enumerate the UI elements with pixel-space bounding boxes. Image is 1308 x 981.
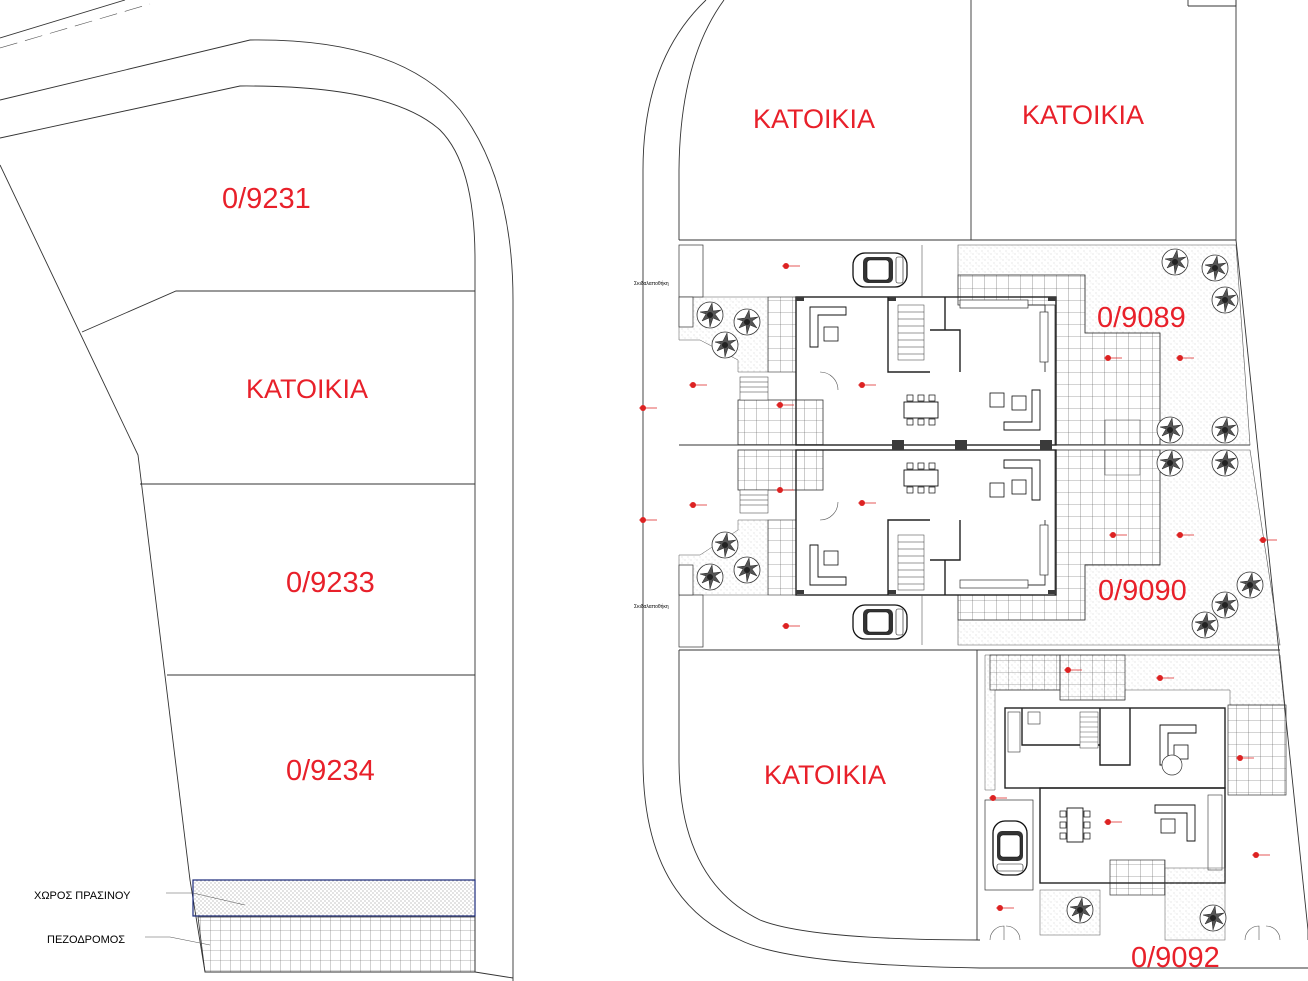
house-label-left: ΚΑΤΟΙΚΙΑ: [246, 374, 368, 404]
left-block: [0, 0, 514, 981]
house-label-top-1: ΚΑΤΟΙΚΙΑ: [753, 104, 875, 134]
sidewalk-band: [197, 916, 476, 973]
plot-label-0-9089: 0/9089: [1097, 302, 1186, 334]
house-label-top-2: ΚΑΤΟΙΚΙΑ: [1022, 100, 1144, 130]
detached-house: [984, 654, 1287, 941]
plot-label-0-9092: 0/9092: [1131, 942, 1220, 974]
storage-label-top: Σκιδαλαποθήκη: [634, 280, 669, 287]
plot-label-0-9090: 0/9090: [1098, 575, 1187, 607]
legend-green-space: ΧΩΡΟΣ ΠΡΑΣΙΝΟΥ: [34, 890, 131, 902]
green-space-band: [192, 879, 476, 917]
semi-detached-houses: [638, 244, 1281, 648]
house-label-bottom: ΚΑΤΟΙΚΙΑ: [764, 760, 886, 790]
legend-sidewalk: ΠΕΖΟΔΡΟΜΟΣ: [47, 934, 125, 946]
storage-label-bottom: Σκιδαλαποθήκη: [634, 603, 669, 610]
plot-label-0-9231: 0/9231: [222, 183, 311, 215]
plot-label-0-9233: 0/9233: [286, 567, 375, 599]
plot-label-0-9234: 0/9234: [286, 755, 375, 787]
